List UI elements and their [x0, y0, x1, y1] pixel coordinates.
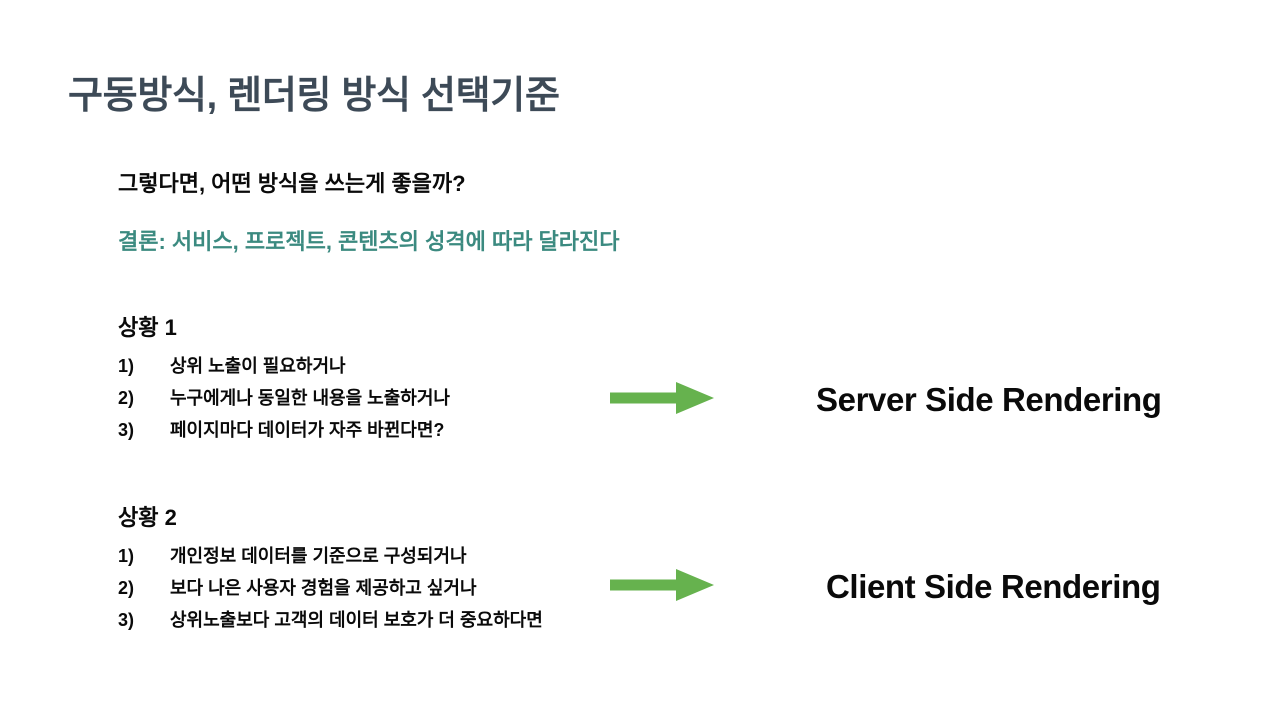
intro-conclusion-text: 결론: 서비스, 프로젝트, 콘텐츠의 성격에 따라 달라진다	[118, 229, 620, 254]
situation-2-heading: 상황 2	[118, 505, 177, 530]
list-item-marker: 1)	[118, 356, 135, 376]
list-item: 1) 개인정보 데이터를 기준으로 구성되거나	[118, 542, 543, 574]
result-label-server-side-rendering: Server Side Rendering	[816, 381, 1162, 418]
list-item: 3) 페이지마다 데이터가 자주 바뀐다면?	[118, 416, 450, 448]
list-item-marker: 3)	[118, 610, 135, 630]
list-item-marker: 1)	[118, 546, 135, 566]
list-item-marker: 3)	[118, 420, 135, 440]
list-item-marker: 2)	[118, 388, 135, 408]
list-item-marker: 2)	[118, 578, 135, 598]
list-item: 2) 보다 나은 사용자 경험을 제공하고 싶거나	[118, 574, 543, 606]
list-item-label: 페이지마다 데이터가 자주 바뀐다면?	[170, 420, 445, 440]
situation-1-list: 1) 상위 노출이 필요하거나 2) 누구에게나 동일한 내용을 노출하거나 3…	[118, 352, 450, 448]
situation-block-2: 상황 2 1) 개인정보 데이터를 기준으로 구성되거나 2) 보다 나은 사용…	[118, 500, 543, 638]
list-item-label: 상위 노출이 필요하거나	[170, 356, 346, 376]
result-label-client-side-rendering: Client Side Rendering	[826, 568, 1161, 605]
intro-question-text: 그렇다면, 어떤 방식을 쓰는게 좋을까?	[118, 171, 466, 196]
arrow-right-icon-1	[610, 381, 714, 415]
page-title: 구동방식, 렌더링 방식 선택기준	[68, 75, 560, 117]
list-item-label: 상위노출보다 고객의 데이터 보호가 더 중요하다면	[170, 610, 543, 630]
list-item-label: 누구에게나 동일한 내용을 노출하거나	[170, 388, 450, 408]
situation-2-list: 1) 개인정보 데이터를 기준으로 구성되거나 2) 보다 나은 사용자 경험을…	[118, 542, 543, 638]
situation-block-1: 상황 1 1) 상위 노출이 필요하거나 2) 누구에게나 동일한 내용을 노출…	[118, 310, 450, 448]
situation-1-heading: 상황 1	[118, 315, 177, 340]
list-item: 3) 상위노출보다 고객의 데이터 보호가 더 중요하다면	[118, 606, 543, 638]
arrow-right-icon-2	[610, 568, 714, 602]
list-item-label: 개인정보 데이터를 기준으로 구성되거나	[170, 546, 467, 566]
list-item-label: 보다 나은 사용자 경험을 제공하고 싶거나	[170, 578, 477, 598]
list-item: 1) 상위 노출이 필요하거나	[118, 352, 450, 384]
list-item: 2) 누구에게나 동일한 내용을 노출하거나	[118, 384, 450, 416]
